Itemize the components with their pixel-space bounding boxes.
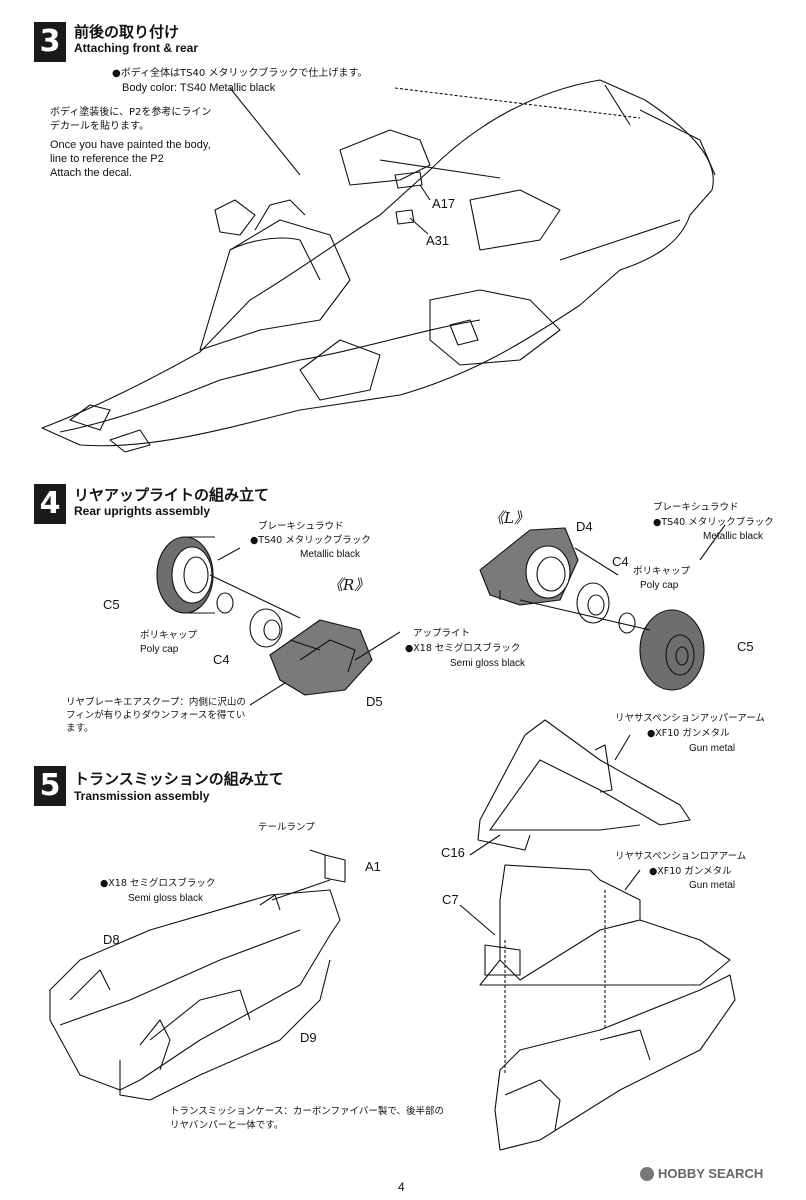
- shroud-r-color-en: Metallic black: [300, 549, 361, 560]
- page-number: 4: [398, 1180, 405, 1194]
- body-color-note-jp: ●ボディ全体はTS40 メタリックブラックで仕上げます。: [112, 68, 368, 79]
- part-label-c16: C16: [441, 845, 465, 860]
- part-label-d4: D4: [576, 519, 593, 534]
- lower-arm-color-jp: ●XF10 ガンメタル: [649, 866, 732, 877]
- part-label-d9: D9: [300, 1030, 317, 1045]
- decal-note-en-3: Attach the decal.: [50, 167, 132, 179]
- step-5-title-jp: トランスミッションの組み立て: [74, 770, 284, 788]
- transmission-drawing: [49, 849, 346, 1101]
- rear-upright-l-drawing: [479, 524, 726, 691]
- step-3-title-en: Attaching front & rear: [74, 41, 199, 55]
- rear-upright-r-drawing: [156, 536, 401, 706]
- decal-note-jp-1: ボディ塗装後に、P2を参考にライン: [50, 107, 212, 118]
- step-4-number: 4: [34, 484, 66, 524]
- right-side-mark: 《R》: [328, 576, 370, 594]
- step-3-number: 3: [34, 22, 66, 62]
- lower-arm-jp: リヤサスペンションロアアーム: [615, 851, 747, 862]
- step-3-title-jp: 前後の取り付け: [74, 23, 180, 41]
- decal-note-en-2: line to reference the P2: [50, 153, 164, 165]
- trans-color-en: Semi gloss black: [128, 893, 204, 904]
- tail-lamp-jp: テールランプ: [258, 822, 315, 833]
- upper-arm-jp: リヤサスペンションアッパーアーム: [615, 713, 765, 724]
- decal-note-en-1: Once you have painted the body,: [50, 139, 211, 151]
- upper-arm-color-jp: ●XF10 ガンメタル: [647, 728, 730, 739]
- upright-color-jp: ●X18 セミグロスブラック: [405, 643, 521, 654]
- step-5-number: 5: [34, 766, 66, 806]
- shroud-l-color-en: Metallic black: [703, 531, 764, 542]
- part-label-a17: A17: [432, 196, 456, 211]
- poly-cap-l-jp: ポリキャップ: [633, 566, 691, 577]
- part-label-c4-l: C4: [612, 554, 629, 569]
- step-4-title-jp: リヤアップライトの組み立て: [74, 486, 270, 504]
- upper-arm-color-en: Gun metal: [689, 743, 736, 754]
- step-4-title-en: Rear uprights assembly: [74, 504, 211, 518]
- shroud-l-jp: ブレーキシュラウド: [653, 502, 739, 513]
- decal-note-jp-2: デカールを貼ります。: [50, 121, 149, 132]
- part-label-d5: D5: [366, 694, 383, 709]
- poly-cap-r-en: Poly cap: [140, 644, 179, 655]
- trans-case-note-jp-2: リヤバンパーと一体です。: [170, 1120, 284, 1131]
- car-body-drawing: [41, 79, 716, 453]
- part-label-c4-r: C4: [213, 652, 230, 667]
- part-label-c5-r: C5: [103, 597, 120, 612]
- scoop-note-jp-3: ます。: [66, 723, 94, 734]
- poly-cap-r-jp: ポリキャップ: [140, 630, 198, 641]
- part-label-c7: C7: [442, 892, 459, 907]
- shroud-l-color-jp: ●TS40 メタリックブラック: [653, 517, 774, 528]
- suspension-arms-drawing: [459, 719, 736, 1151]
- left-side-mark: 《L》: [489, 509, 529, 527]
- upright-jp: アップライト: [413, 628, 471, 639]
- watermark-logo-icon: [640, 1166, 654, 1181]
- scoop-note-jp-2: フィンが有りよりダウンフォースを得てい: [66, 710, 246, 721]
- lower-arm-color-en: Gun metal: [689, 880, 736, 891]
- part-label-a31: A31: [426, 233, 450, 248]
- part-label-c5-l: C5: [737, 639, 754, 654]
- trans-case-note-jp-1: トランスミッションケース：カーボンファイバー製で、後半部の: [170, 1106, 444, 1117]
- hobby-search-watermark: HOBBY SEARCH: [640, 1166, 763, 1181]
- watermark-text: HOBBY SEARCH: [658, 1166, 764, 1181]
- poly-cap-l-en: Poly cap: [640, 580, 679, 591]
- shroud-r-jp: ブレーキシュラウド: [258, 521, 344, 532]
- part-label-a1: A1: [365, 859, 381, 874]
- trans-color-jp: ●X18 セミグロスブラック: [100, 878, 216, 889]
- body-color-note-en: Body color: TS40 Metallic black: [122, 82, 276, 94]
- step-5-title-en: Transmission assembly: [74, 789, 210, 803]
- scoop-note-jp-1: リヤブレーキエアスクープ：内側に沢山の: [66, 697, 246, 708]
- upright-color-en: Semi gloss black: [450, 658, 526, 669]
- part-label-d8: D8: [103, 932, 120, 947]
- shroud-r-color-jp: ●TS40 メタリックブラック: [250, 535, 371, 546]
